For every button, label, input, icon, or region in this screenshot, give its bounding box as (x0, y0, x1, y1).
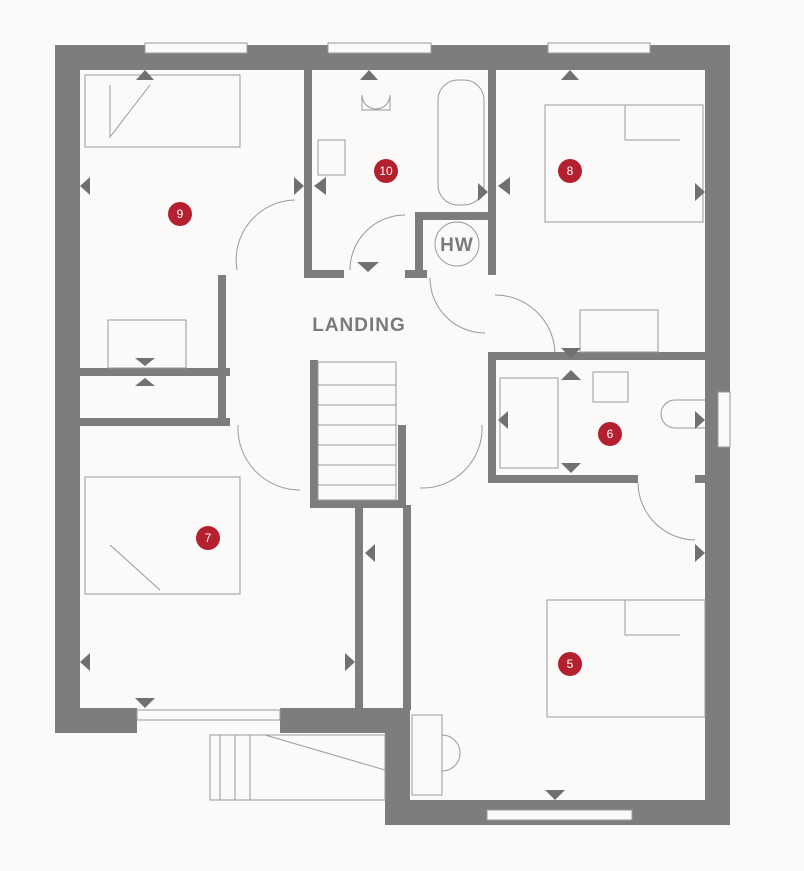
hw-label: HW (440, 235, 474, 256)
landing-label: LANDING (312, 315, 406, 336)
furniture (84, 74, 706, 796)
direction-arrows (80, 70, 705, 800)
room-badge-6: 6 (598, 422, 622, 446)
doors (235, 199, 696, 541)
stairs (209, 361, 397, 801)
room-badge-9: 9 (168, 202, 192, 226)
room-badge-10: 10 (374, 159, 398, 183)
windows (136, 42, 731, 821)
svg-text:9: 9 (177, 207, 184, 221)
svg-text:5: 5 (567, 657, 574, 671)
svg-text:7: 7 (205, 531, 212, 545)
svg-text:10: 10 (379, 164, 393, 178)
svg-text:8: 8 (567, 164, 574, 178)
room-badge-5: 5 (558, 652, 582, 676)
svg-text:6: 6 (607, 427, 614, 441)
room-badge-8: 8 (558, 159, 582, 183)
room-badge-7: 7 (196, 526, 220, 550)
walls (55, 45, 730, 825)
hot-water-cylinder: HW (434, 221, 480, 267)
